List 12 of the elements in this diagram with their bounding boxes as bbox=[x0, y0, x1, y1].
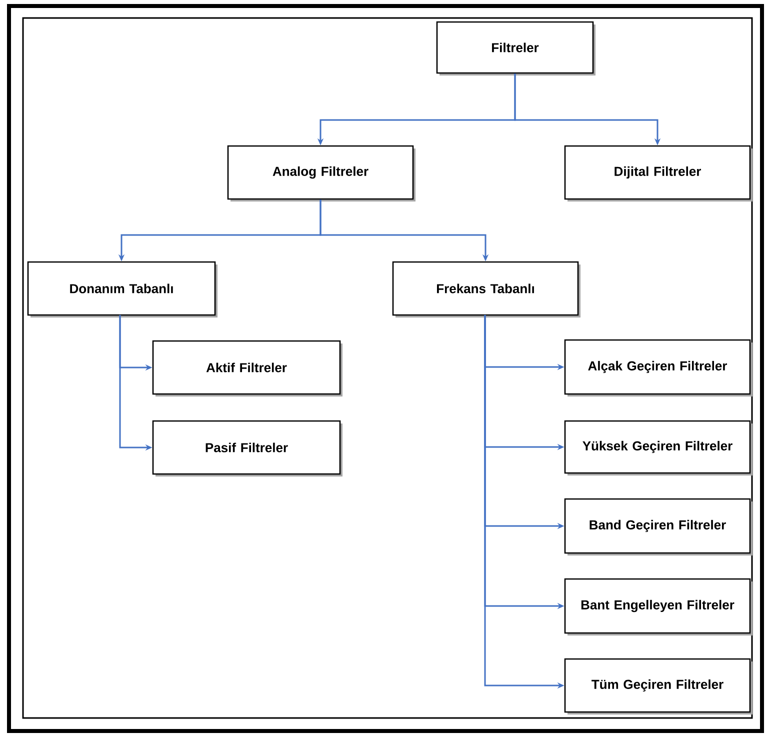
filter-box: Band Geçiren Filtreler bbox=[564, 498, 752, 556]
filter-box: Aktif Filtreler bbox=[152, 340, 342, 396]
filter-box: Donanım Tabanlı bbox=[27, 261, 218, 318]
filter-box: Bant Engelleyen Filtreler bbox=[564, 578, 752, 636]
filter-box: Frekans Tabanlı bbox=[392, 261, 580, 318]
filter-box: Alçak Geçiren Filtreler bbox=[564, 339, 752, 396]
filter-box: Pasif Filtreler bbox=[152, 420, 342, 476]
filter-box: Yüksek Geçiren Filtreler bbox=[564, 420, 752, 476]
filter-box: Dijital Filtreler bbox=[564, 145, 752, 202]
filter-box: Analog Filtreler bbox=[227, 145, 416, 202]
filter-box: Filtreler bbox=[436, 21, 596, 76]
filter-box: Tüm Geçiren Filtreler bbox=[564, 658, 752, 714]
